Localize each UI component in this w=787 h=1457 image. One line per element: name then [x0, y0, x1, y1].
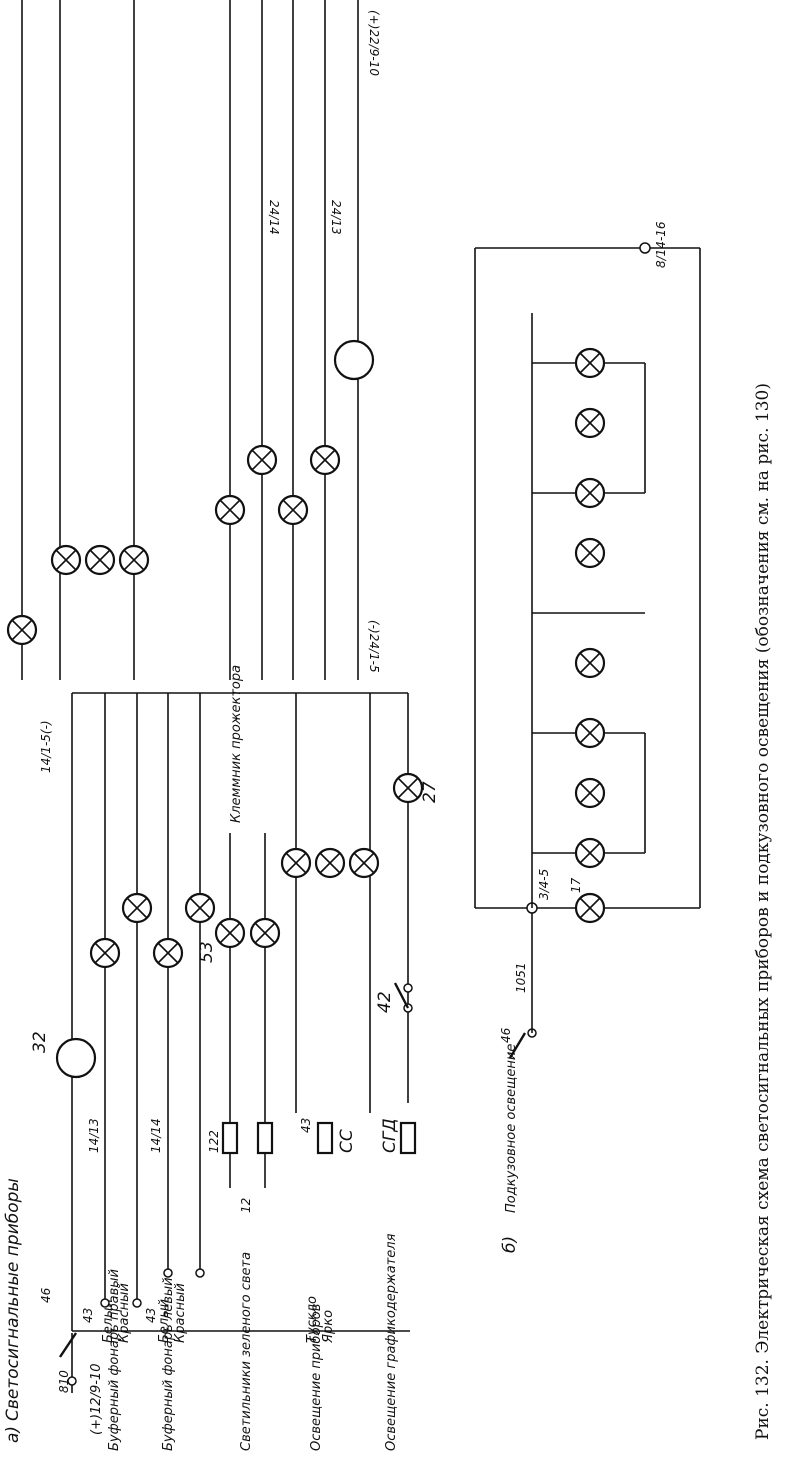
wire-810-label: 810: [57, 1370, 71, 1393]
switch-12: 12: [239, 1198, 253, 1213]
section-b-title: Подкузовное освещение: [504, 1044, 519, 1213]
switch-43-a: 43: [81, 1308, 95, 1323]
rheostat-label: СС: [337, 1129, 357, 1153]
terminal-24-13: 24/13: [329, 200, 343, 235]
group-instrument-light: Освещение приборов: [309, 1304, 324, 1451]
option-red-left: Красный: [173, 1283, 188, 1343]
main-switch-label: 46: [39, 1287, 53, 1303]
resistor-icon: [221, 1121, 239, 1155]
group-green-lights: Светильники зеленого света: [239, 1252, 254, 1451]
group-buffer-left: Буферный фонарь левый: [161, 1277, 176, 1451]
terminal-24-14: 24/14: [267, 200, 281, 235]
section-b-marker: б): [500, 1236, 520, 1253]
buffer-lamps: [89, 892, 216, 969]
terminal-neg-label: 14/1-5(-): [39, 720, 53, 773]
horn-32-icon: [55, 1037, 97, 1079]
group-buffer-right: Буферный фонарь правый: [107, 1269, 122, 1451]
resistor-icon: [256, 1121, 274, 1155]
resistor-label: 122: [207, 1130, 221, 1153]
option-bright: Ярко: [321, 1310, 336, 1344]
instrument-lamps: [280, 847, 380, 879]
underbody-lamps: [531, 313, 646, 924]
wire-1051: 1051: [514, 962, 528, 993]
rheostat-icon: [316, 1121, 334, 1155]
option-dim: Тускло: [305, 1296, 320, 1343]
section-a-title: Светосигнальные приборы: [3, 1178, 23, 1421]
node-label: 3/4-5: [537, 869, 551, 900]
node-8-14-16: [639, 242, 651, 254]
graph-resistor-icon: [399, 1121, 417, 1155]
lamp-17-label: 17: [569, 877, 583, 893]
terminal-14-13: 14/13: [87, 1118, 101, 1153]
figure-caption: Рис. 132. Электрическая схема светосигна…: [753, 383, 773, 1440]
switch-43-b: 43: [144, 1308, 158, 1323]
projector-terminal-label: Клеммник прожектора: [229, 665, 244, 823]
horn-label: 32: [30, 1031, 50, 1053]
terminal-plus: (+)12/9-10: [89, 1364, 104, 1435]
section-b-switch-label: 46: [499, 1027, 513, 1043]
section-a-schematic: а) Светосигнальные приборы 46 810 (+)12/…: [3, 665, 440, 1451]
section-a-mirror-schematic: (+)22/9-10 (-)24/1-5 24/13 24/14: [6, 0, 381, 680]
green-lamp-label: 53: [197, 941, 217, 963]
group-graph-holder-light: Освещение графикодержателя: [384, 1233, 399, 1451]
option-white-right: Белый: [101, 1299, 116, 1343]
horn-32-icon: [333, 339, 375, 381]
terminal-14-14: 14/14: [149, 1118, 163, 1153]
graph-lamp-label: 27: [420, 781, 440, 803]
switch-42: 42: [375, 991, 395, 1013]
terminal-22-9-10: (+)22/9-10: [367, 10, 381, 76]
option-red-right: Красный: [117, 1283, 132, 1343]
section-b-schematic: б) Подкузовное освещение 46 1051 3/4-5: [474, 221, 701, 1253]
section-a-marker: а): [3, 1426, 23, 1443]
terminal-24-1-5: (-)24/1-5: [367, 620, 381, 673]
switch-43-c: 43: [299, 1118, 313, 1133]
option-white-left: Белый: [157, 1299, 172, 1343]
graph-resistor-label: СГД: [380, 1118, 400, 1153]
node-8-14-16-label: 8/14-16: [654, 221, 668, 268]
